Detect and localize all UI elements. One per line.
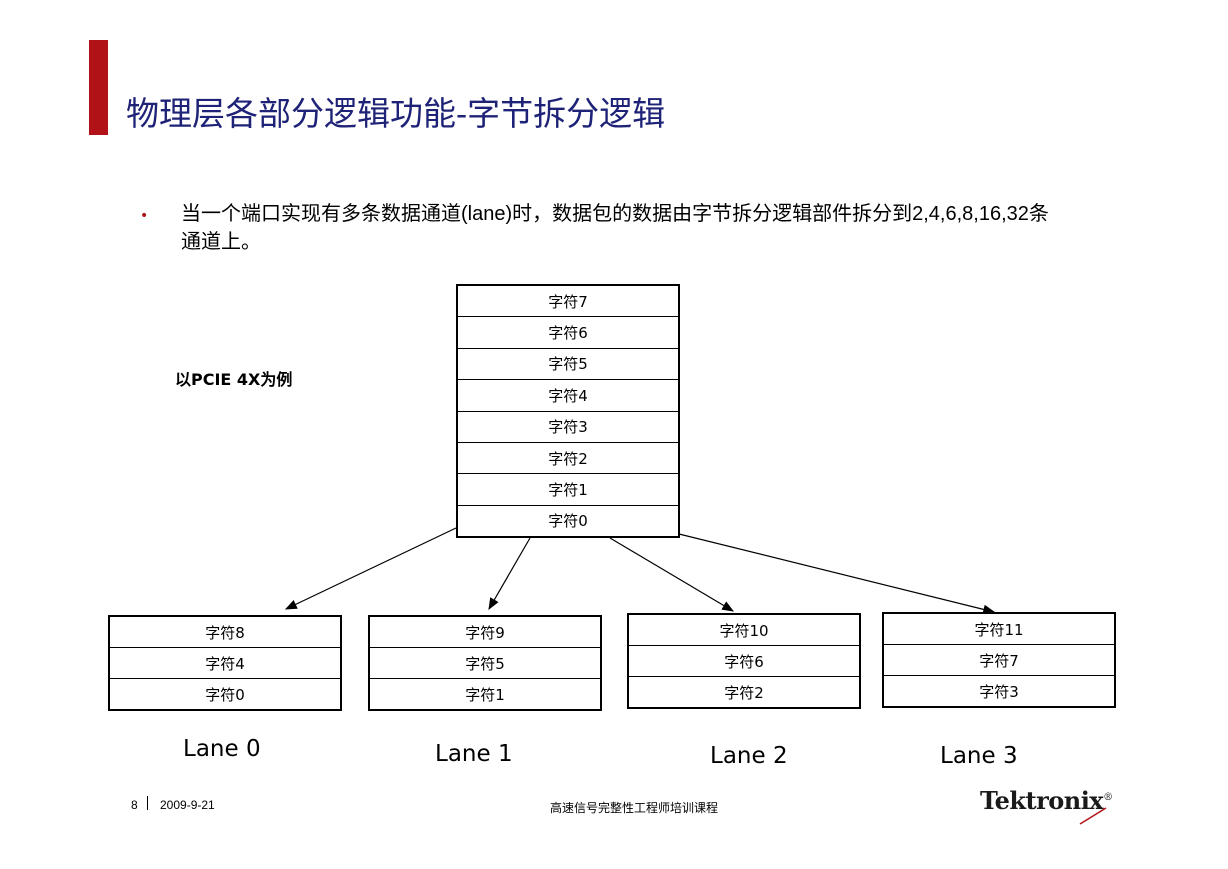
source-cell: 字符1 [458,474,678,506]
source-cell: 字符5 [458,349,678,381]
bullet-marker: • [140,208,149,224]
lane-2-label: Lane 2 [710,743,788,769]
lane-cell: 字符2 [724,683,764,702]
page-number: 8 [131,798,138,812]
logo-slash-icon [1079,807,1107,825]
lane-1-box: 字符9 字符5 字符1 [368,615,602,711]
lane-cell: 字符7 [884,645,1114,676]
lane-3-box: 字符11 字符7 字符3 [882,612,1116,708]
lane-0-box: 字符8 字符4 字符0 [108,615,342,711]
example-label: 以PCIE 4X为例 [175,370,293,389]
slide-title: 物理层各部分逻辑功能-字节拆分逻辑 [126,94,666,133]
arrow-to-lane-2 [609,537,735,612]
footer-course-title: 高速信号完整性工程师培训课程 [550,801,719,815]
lane-cell: 字符3 [979,682,1019,701]
tektronix-logo: Tektronix® [980,786,1113,815]
lane-cell: 字符1 [465,685,505,704]
lane-2-box: 字符10 字符6 字符2 [627,613,861,709]
source-cell: 字符7 [458,286,678,318]
title-accent-bar [89,40,108,135]
source-character-stack: 字符7 字符6 字符5 字符4 字符3 字符2 字符1 字符0 [456,284,680,538]
lane-cell: 字符10 [629,615,859,646]
lane-cell: 字符11 [884,614,1114,645]
logo-text: Tektronix [980,786,1104,815]
logo-registered-mark: ® [1103,792,1113,803]
bullet-text: 当一个端口实现有多条数据通道(lane)时，数据包的数据由字节拆分逻辑部件拆分到… [181,203,1049,253]
lane-cell: 字符5 [370,648,600,679]
arrow-to-lane-3 [678,533,996,615]
lane-3-label: Lane 3 [940,743,1018,769]
source-cell: 字符2 [458,443,678,475]
source-cell: 字符4 [458,380,678,412]
lane-cell: 字符6 [629,646,859,677]
source-cell: 字符0 [548,512,588,531]
source-cell: 字符6 [458,317,678,349]
source-cell: 字符3 [458,412,678,443]
lane-0-label: Lane 0 [183,736,261,762]
footer-divider [147,796,148,810]
lane-1-label: Lane 1 [435,741,513,767]
footer-date: 2009-9-21 [160,798,215,812]
arrow-to-lane-1 [488,537,531,611]
arrow-to-lane-0 [284,527,457,610]
lane-cell: 字符9 [370,617,600,648]
lane-cell: 字符0 [205,685,245,704]
lane-cell: 字符4 [110,648,340,679]
lane-cell: 字符8 [110,617,340,648]
